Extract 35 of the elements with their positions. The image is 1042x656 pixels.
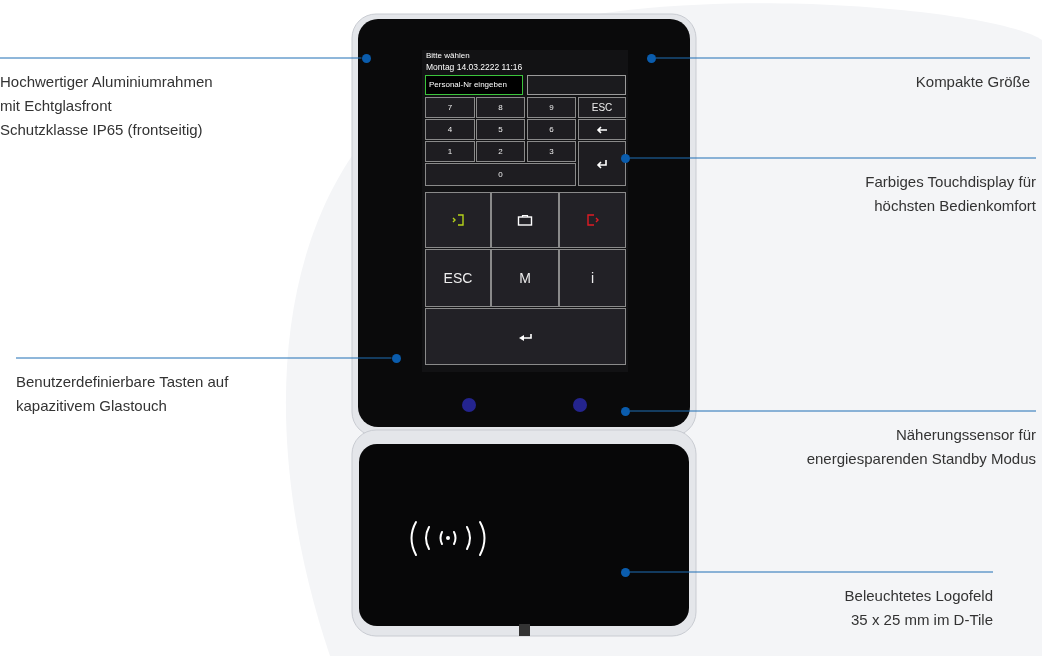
keypad-key: 7 bbox=[425, 97, 475, 118]
screen-heading: Bitte wählen bbox=[426, 50, 471, 61]
leader-line bbox=[655, 57, 1031, 59]
keypad-key: 0 bbox=[425, 163, 576, 186]
leader-line bbox=[0, 57, 362, 59]
callout-text: Kompakte Größe bbox=[914, 72, 1030, 92]
input-field: Personal-Nr eingeben bbox=[425, 75, 523, 95]
keypad-key: 9 bbox=[527, 97, 576, 118]
leader-line bbox=[629, 571, 994, 573]
callout-text: Farbiges Touchdisplay für höchsten Bedienkomfort bbox=[864, 172, 1036, 216]
marker-dot bbox=[646, 53, 656, 63]
keypad-key: 8 bbox=[476, 97, 525, 118]
marker-dot bbox=[391, 353, 401, 363]
marker-dot bbox=[361, 53, 371, 63]
keypad-key: M bbox=[491, 249, 559, 307]
callout-text: Näherungssensor für energiesparenden Standby Modus bbox=[805, 425, 1036, 469]
callout-text: Benutzerdefinierbare Tasten auf kapazitivem Glastouch bbox=[16, 372, 230, 416]
marker-dot bbox=[620, 406, 630, 416]
date-time-text: Montag 14.03.2222 11:16 bbox=[426, 61, 524, 73]
keypad-key: 4 bbox=[425, 119, 475, 140]
keypad-key: ESC bbox=[578, 97, 626, 118]
keypad-key: 3 bbox=[527, 141, 576, 162]
callout-text: Beleuchtetes Logofeld 35 x 25 mm im D-Tile bbox=[843, 586, 993, 630]
callout-text: Hochwertiger Aluminiumrahmen mit Echtglasfront bbox=[0, 72, 214, 116]
leader-line bbox=[629, 410, 1037, 412]
keypad-key: ESC bbox=[425, 249, 491, 307]
marker-dot bbox=[620, 567, 630, 577]
keypad-key: 2 bbox=[476, 141, 525, 162]
keypad-key: i bbox=[559, 249, 626, 307]
leader-line bbox=[15, 357, 392, 359]
keypad-key: 5 bbox=[476, 119, 525, 140]
leader-line bbox=[629, 157, 1037, 159]
keypad-key: 1 bbox=[425, 141, 475, 162]
keypad-key: 6 bbox=[527, 119, 576, 140]
callout-text: Schutzklasse IP65 (frontseitig) bbox=[0, 120, 204, 140]
